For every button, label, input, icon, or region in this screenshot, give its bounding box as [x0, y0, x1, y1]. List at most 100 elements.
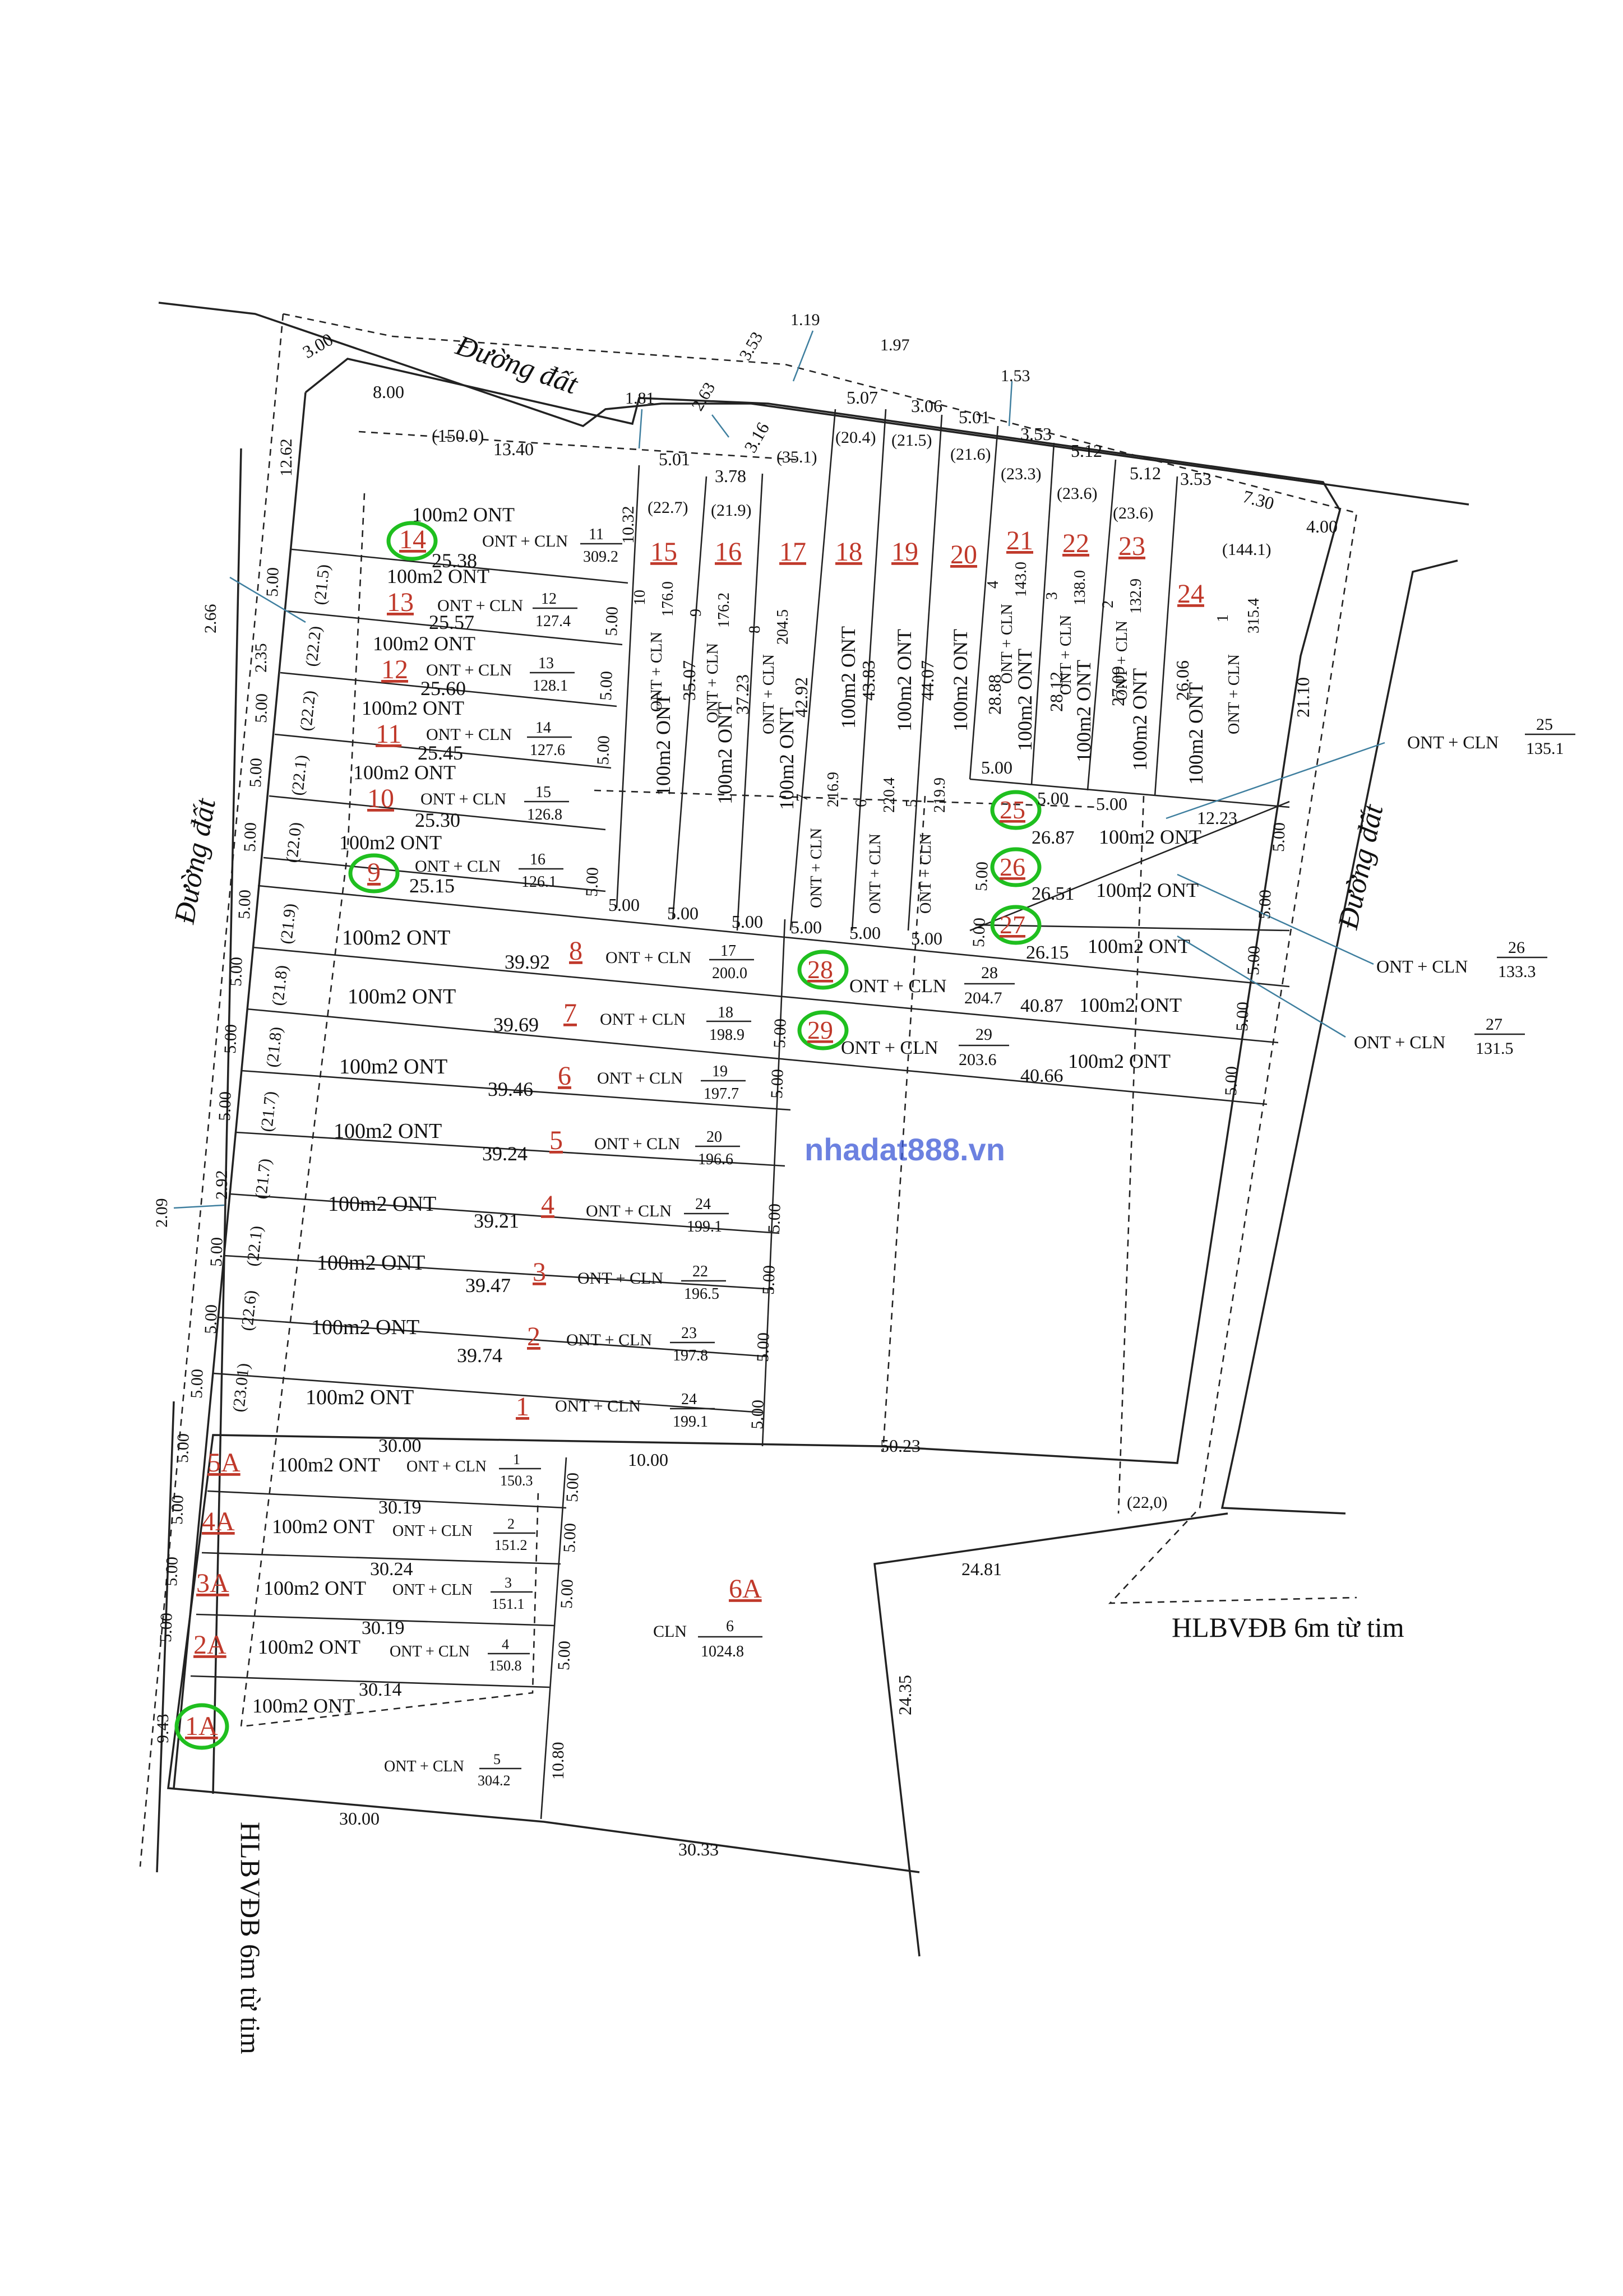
lot-16-type: ONT + CLN [704, 643, 722, 723]
lot-28-use: 100m2 ONT [1079, 994, 1182, 1016]
lot-7-frontage: (21.8) [269, 964, 291, 1007]
lot-4a-area: 151.2 [494, 1537, 528, 1553]
dim-top-11: 5.12 [1071, 441, 1102, 461]
lot-1a-parcel: 5 [493, 1751, 501, 1767]
lot-20-depth: 28.88 [984, 674, 1005, 715]
lot-5-number: 5 [549, 1126, 563, 1155]
lot-10-area: 126.8 [527, 806, 562, 823]
lot-16-number: 16 [715, 537, 742, 567]
width-r4: 5.00 [1255, 890, 1275, 920]
lot-26-number: 26 [1000, 853, 1025, 881]
lot-5-area: 196.6 [698, 1151, 733, 1168]
middle-lots: 100m2 ONT 39.92 8 ONT + CLN 17 200.0 (21… [229, 902, 754, 1431]
lot-21-parcel: 4 [984, 581, 1002, 589]
lot-6a-area: 1024.8 [701, 1643, 744, 1660]
highlight-lot-9 [348, 853, 400, 894]
width-w11: 5.00 [187, 1369, 207, 1399]
lot-16-frontage: (21.9) [711, 501, 751, 520]
lot-24-number: 24 [1177, 579, 1204, 609]
width-n9: 5.00 [1096, 794, 1127, 814]
dim-west-3: 2.92 [212, 1170, 231, 1200]
width-e3: 5.00 [594, 735, 613, 766]
dim-top-17: 12.23 [1197, 808, 1237, 828]
lot-11-type: ONT + CLN [426, 725, 512, 744]
lot-17-depth: 42.92 [791, 677, 811, 718]
dim-bottom-6: 30.00 [339, 1808, 380, 1829]
width-n6: 5.00 [911, 928, 942, 948]
width-r1: 5.00 [972, 862, 992, 892]
dim-top-2: 13.40 [493, 439, 534, 459]
lot-11-number: 11 [376, 719, 401, 749]
lot-28-number: 28 [807, 955, 833, 984]
lot-25-number: 25 [1000, 795, 1025, 824]
lot-23-use: 100m2 ONT [1129, 668, 1151, 771]
lot-7-number: 7 [563, 998, 577, 1028]
lot-5-use: 100m2 ONT [334, 1119, 442, 1143]
lot-9-area: 126.1 [521, 873, 557, 891]
lot-3a-use: 100m2 ONT [263, 1577, 366, 1599]
lot-10-type: ONT + CLN [420, 790, 506, 808]
dim-top-9: 5.01 [959, 407, 990, 427]
width-e1: 5.00 [602, 607, 622, 637]
highlight-circles [174, 521, 1042, 1750]
lot-27-type: ONT + CLN [1354, 1032, 1445, 1052]
lot-3-number: 3 [533, 1257, 546, 1287]
lot-6-area: 197.7 [704, 1085, 739, 1103]
width-e2: 5.00 [597, 671, 616, 701]
lot-5-frontage: (21.7) [257, 1090, 280, 1133]
lot-7-parcel: 18 [718, 1004, 733, 1021]
lot-22-type: ONT + CLN [1057, 615, 1075, 695]
width-n2: 5.00 [667, 903, 699, 923]
lot-18-depth: 43.83 [858, 660, 878, 701]
lot-7-depth: 39.69 [493, 1013, 539, 1036]
lot-12-frontage: (22.2) [302, 625, 325, 668]
lot-2-type: ONT + CLN [566, 1331, 652, 1349]
lot-9-depth: 25.15 [409, 874, 455, 897]
width-r6: 5.00 [1233, 1002, 1252, 1032]
lot-19-depth: 44.07 [917, 660, 937, 701]
width-m1: 5.00 [770, 1019, 790, 1049]
lot-27-area: 131.5 [1476, 1039, 1514, 1058]
lot-5a-type: ONT + CLN [406, 1458, 487, 1475]
lot-12-type: ONT + CLN [426, 661, 512, 679]
north-lot-dividers [616, 409, 1290, 931]
lot-18-number: 18 [835, 537, 862, 567]
width-n1: 5.00 [608, 895, 640, 915]
lot-22-number: 22 [1062, 529, 1089, 558]
lot-4a-parcel: 2 [507, 1516, 515, 1532]
lot-28-area: 204.7 [964, 989, 1002, 1007]
lot-17-area: 204.5 [774, 609, 792, 645]
lot-15-type: ONT + CLN [648, 632, 665, 712]
lot-17-parcel: 8 [746, 626, 764, 633]
lot-15-area: 176.0 [659, 581, 677, 617]
lot-4-type: ONT + CLN [586, 1202, 672, 1220]
dim-west-5: 9.43 [154, 1714, 172, 1744]
lot-4a-number: 4A [202, 1507, 235, 1536]
dim-offset-0: 1.81 [625, 389, 655, 408]
lot-24-area: 315.4 [1245, 598, 1263, 633]
lot-20-number: 20 [950, 540, 977, 570]
lot-12-parcel: 13 [538, 655, 554, 672]
dim-west-0: 12.62 [277, 439, 295, 477]
lot-17-frontage: (35.1) [776, 448, 817, 466]
lot-22-frontage: (23.6) [1057, 484, 1097, 503]
lot-14-area: 309.2 [583, 548, 618, 566]
width-r2: 5.00 [969, 918, 989, 948]
lot-23-number: 23 [1118, 531, 1145, 561]
lot-23-frontage: (23.6) [1113, 504, 1153, 522]
highlight-lot-28 [797, 950, 849, 990]
highlight-lot-26 [990, 847, 1042, 887]
width-r7: 5.00 [1222, 1066, 1241, 1096]
lot-13-number: 13 [387, 587, 414, 617]
highlight-lot-27 [990, 905, 1042, 945]
lot-16-depth: 37.23 [732, 674, 752, 715]
dim-top-3: (150.0) [432, 425, 484, 446]
lot-14-number: 14 [399, 525, 426, 554]
lot-9-number: 9 [367, 858, 381, 887]
lot-4-number: 4 [541, 1190, 554, 1220]
lot-27-parcel: 27 [1486, 1015, 1502, 1034]
lot-10-frontage: (22.1) [288, 754, 311, 797]
lot-5a-use: 100m2 ONT [278, 1453, 380, 1476]
width-s3: 5.00 [557, 1579, 577, 1609]
